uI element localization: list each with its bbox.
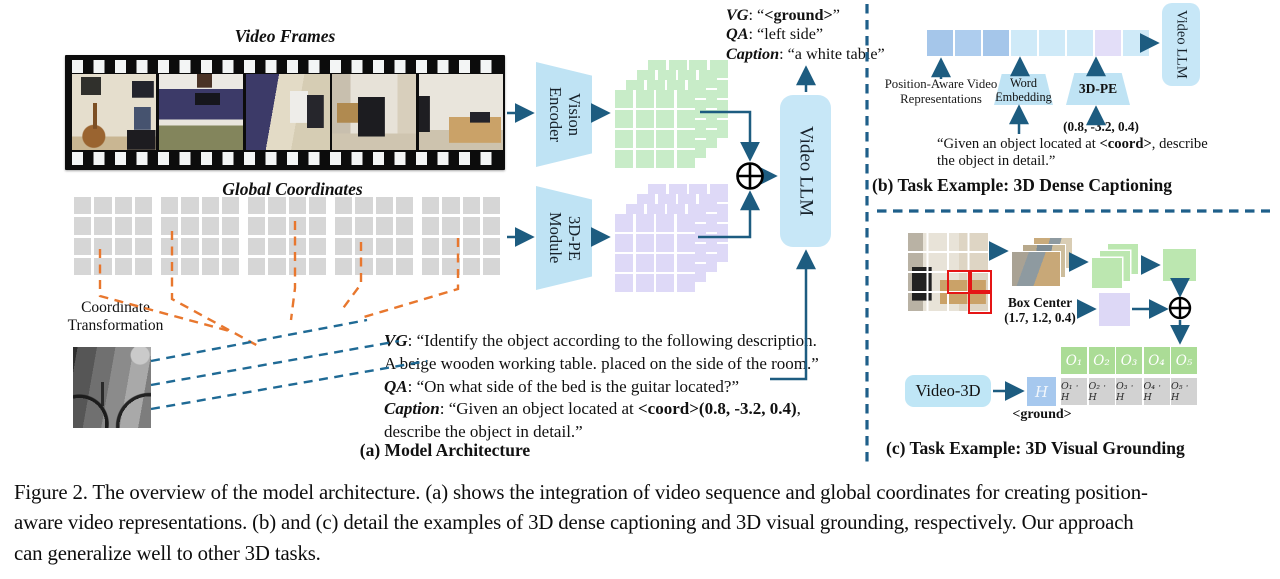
token-cell: O₅ — [1171, 347, 1197, 374]
prompt-quote-b: “Given an object located at <coord>, des… — [937, 136, 1208, 169]
film-sprockets-top — [72, 60, 498, 73]
pooled-feature-square — [1163, 249, 1196, 281]
token-cell: O₄ — [1143, 347, 1170, 374]
video-frame-5 — [419, 74, 504, 150]
token-cell: O₂ · H — [1088, 378, 1115, 405]
selected-cell-box — [968, 270, 992, 294]
global-coordinates-label: Global Coordinates — [222, 179, 363, 199]
coordinate-grid-5 — [422, 197, 500, 275]
video-llm-block-b: Video LLM — [1162, 3, 1200, 86]
token-cell: O₅ · H — [1171, 378, 1197, 405]
film-sprockets-bottom — [72, 152, 498, 165]
video-llm-label: Video LLM — [795, 125, 817, 217]
panel-b-title: (b) Task Example: 3D Dense Captioning — [872, 175, 1172, 195]
position-embedding-stack — [615, 184, 728, 292]
coordinate-grid-3 — [248, 197, 326, 275]
token-square — [927, 30, 953, 56]
coordinate-value-b: (0.8, -3.2, 0.4) — [1063, 119, 1139, 134]
task-prompt-text: VG: “Identify the object according to th… — [384, 331, 819, 442]
token-square — [1095, 30, 1121, 56]
token-cell: O₃ · H — [1116, 378, 1142, 405]
coordinate-transformation-label: Coordinate Transformation — [67, 299, 164, 334]
video-frames-filmstrip — [65, 55, 505, 170]
ground-token-label: <ground> — [1012, 407, 1072, 422]
coordinate-grid-2 — [161, 197, 239, 275]
box-center-embedding-square — [1099, 293, 1130, 326]
video-frames-label: Video Frames — [234, 26, 336, 46]
token-square — [1039, 30, 1065, 56]
h-token-square: H — [1027, 377, 1056, 406]
video-frame-4 — [332, 74, 417, 150]
word-embedding-block: Word Embedding — [994, 74, 1053, 105]
gridded-frame-image — [908, 231, 992, 314]
video-llm-label-b: Video LLM — [1173, 10, 1190, 79]
coordinate-grid-1 — [74, 197, 152, 275]
token-cell: O₂ — [1088, 347, 1115, 374]
3d-pe-module-label: 3D-PE Module — [546, 212, 584, 264]
token-cell: O₄ · H — [1143, 378, 1170, 405]
token-square — [1067, 30, 1093, 56]
token-square — [983, 30, 1009, 56]
selected-cell-box — [947, 270, 972, 294]
box-center-label: Box Center (1.7, 1.2, 0.4) — [1004, 295, 1076, 325]
figure-caption: Figure 2. The overview of the model arch… — [14, 481, 1148, 565]
patch-feature-stack — [1092, 244, 1138, 288]
circle-plus-icon — [1168, 296, 1192, 320]
token-square — [1011, 30, 1037, 56]
3d-pe-module-block: 3D-PE Module — [536, 186, 592, 290]
circle-plus-icon — [736, 162, 764, 190]
depth-map-image — [73, 347, 151, 428]
position-aware-representations-label: Position-Aware Video Representations — [884, 77, 998, 107]
token-cell: O₃ — [1116, 347, 1142, 374]
visual-feature-stack — [615, 60, 728, 168]
selected-cell-box — [968, 290, 992, 314]
token-sequence — [927, 30, 1149, 56]
coordinate-grid-4 — [335, 197, 413, 275]
video-3d-block: Video-3D — [905, 375, 991, 407]
video-frame-1 — [72, 74, 156, 150]
token-square — [955, 30, 981, 56]
room-scan-3d-image — [178, 281, 359, 428]
token-square — [1123, 30, 1149, 56]
panel-c-title: (c) Task Example: 3D Visual Grounding — [886, 438, 1185, 458]
vision-encoder-label: Vision Encoder — [546, 87, 584, 142]
vision-encoder-block: Vision Encoder — [536, 62, 592, 167]
token-cell: O₁ · H — [1061, 378, 1087, 405]
panel-a-title: (a) Model Architecture — [359, 440, 531, 460]
video-frame-2 — [158, 74, 243, 150]
3d-pe-block-b: 3D-PE — [1066, 73, 1130, 105]
cropped-patches-image — [1012, 238, 1080, 288]
model-output-text: VG: “<ground>”QA: “left side”Caption: “a… — [726, 6, 885, 63]
token-cell: O₁ — [1061, 347, 1087, 374]
video-llm-block: Video LLM — [780, 95, 831, 247]
video-frame-3 — [245, 74, 330, 150]
